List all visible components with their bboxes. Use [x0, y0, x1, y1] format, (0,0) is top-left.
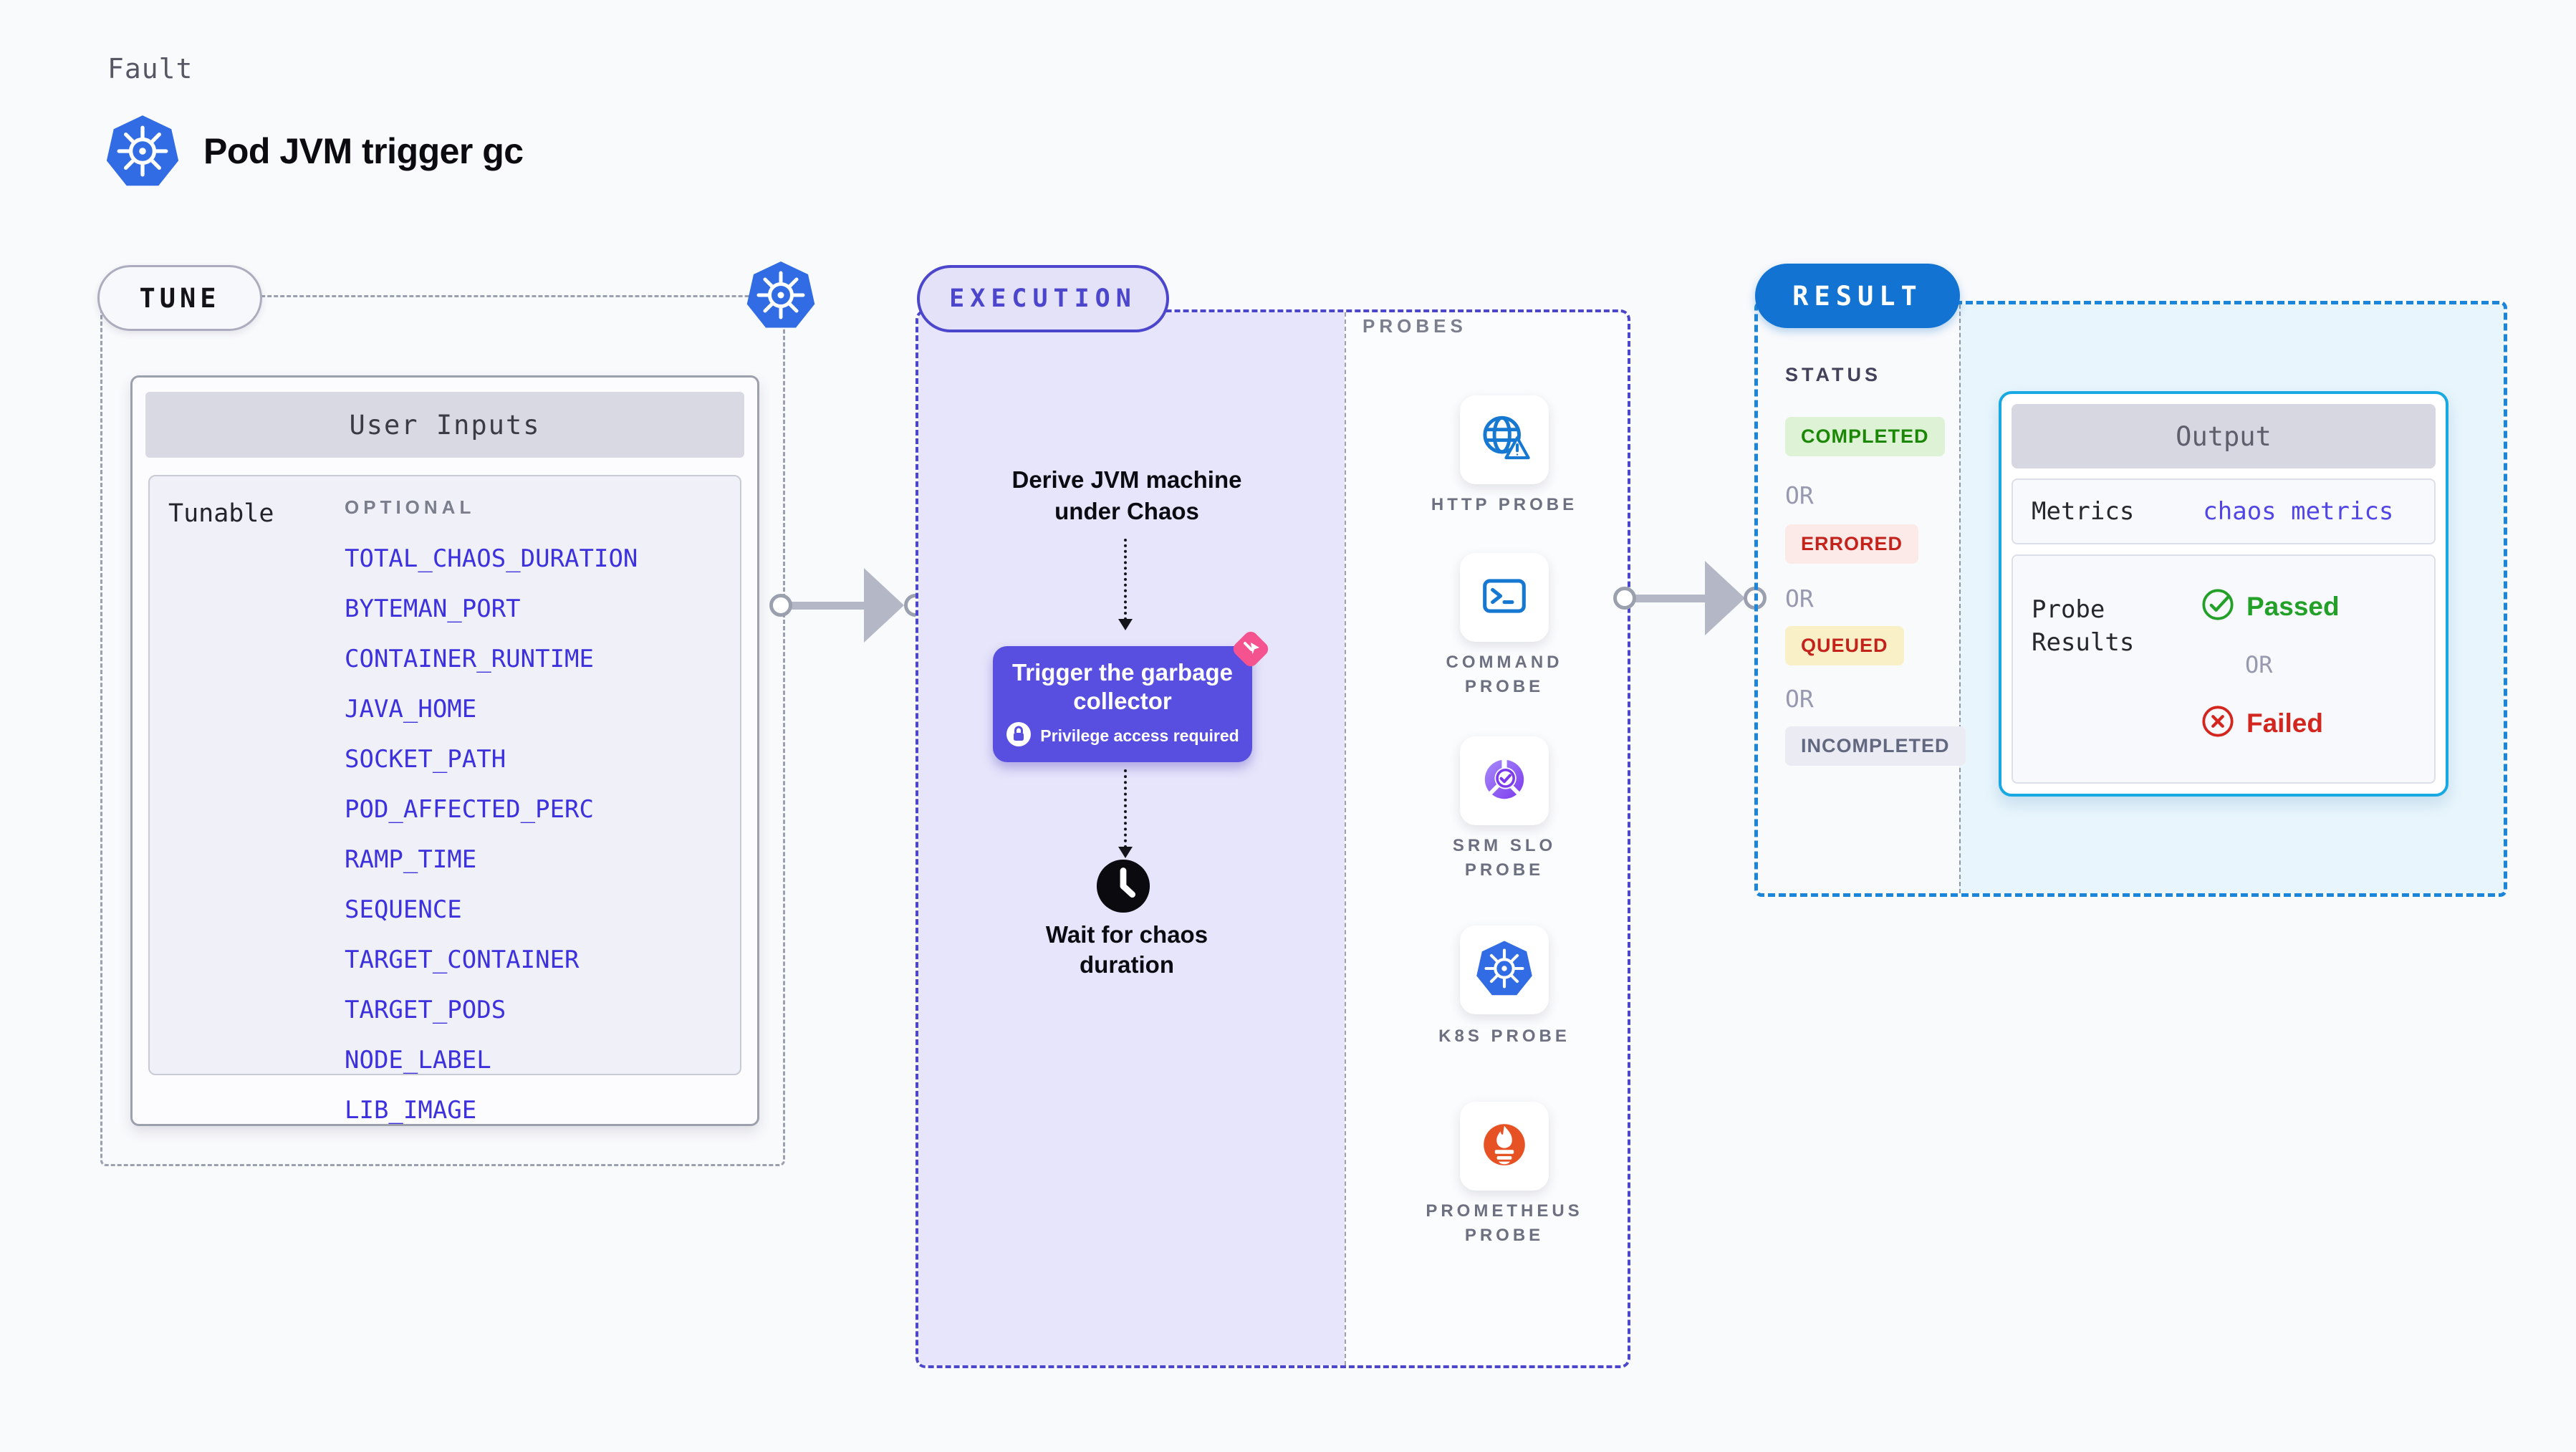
- user-inputs-card: User Inputs Tunable OPTIONAL TOTAL_CHAOS…: [130, 375, 759, 1126]
- check-circle-icon: [2201, 587, 2235, 625]
- srm-slo-probe-label: SRM SLO PROBE: [1452, 836, 1557, 880]
- or-separator: OR: [1785, 585, 1814, 612]
- connector-dot: [769, 594, 792, 617]
- tunables-panel: Tunable OPTIONAL TOTAL_CHAOS_DURATION BY…: [148, 475, 741, 1125]
- trigger-step-title: Trigger the garbage collector: [1011, 658, 1234, 714]
- lock-icon: [1006, 721, 1032, 751]
- prometheus-probe-card[interactable]: [1460, 1102, 1549, 1191]
- kubernetes-icon: [105, 113, 181, 189]
- flow-arrow: [1633, 595, 1709, 602]
- k8s-probe-card[interactable]: [1460, 925, 1549, 1014]
- probes-title: PROBES: [1363, 315, 1467, 337]
- step-connector: [1124, 769, 1127, 848]
- http-probe-card[interactable]: [1460, 395, 1549, 484]
- page-title: Pod JVM trigger gc: [203, 131, 524, 171]
- step-connector: [1124, 539, 1127, 620]
- output-card-header: Output: [2012, 404, 2436, 468]
- fault-eyebrow: Fault: [107, 53, 193, 85]
- tunable-row-label: Tunable: [168, 499, 274, 528]
- execution-probes-divider: [1345, 312, 1346, 1365]
- tune-section-box: [100, 295, 785, 1166]
- tunable-link[interactable]: LIB_IMAGE: [345, 1096, 477, 1125]
- status-badge-completed: COMPLETED: [1785, 417, 1945, 456]
- status-badge-queued: QUEUED: [1785, 626, 1904, 665]
- user-inputs-header: User Inputs: [145, 392, 744, 458]
- tunable-link[interactable]: POD_AFFECTED_PERC: [345, 795, 594, 824]
- execution-section-pill: EXECUTION: [917, 265, 1169, 332]
- tunable-link[interactable]: TOTAL_CHAOS_DURATION: [345, 544, 638, 573]
- tunable-link[interactable]: BYTEMAN_PORT: [345, 595, 521, 623]
- tunable-link[interactable]: TARGET_CONTAINER: [345, 946, 580, 974]
- flow-arrowhead: [864, 568, 904, 643]
- tunable-link[interactable]: RAMP_TIME: [345, 845, 477, 874]
- flow-arrowhead: [1705, 561, 1745, 635]
- tunable-link[interactable]: CONTAINER_RUNTIME: [345, 645, 594, 673]
- tunable-link[interactable]: SEQUENCE: [345, 895, 462, 924]
- output-card: Output Metrics chaos metrics Probe Resul…: [1999, 391, 2448, 797]
- step-connector-arrowhead: [1118, 847, 1133, 858]
- execution-section-box: [915, 309, 1630, 1368]
- tune-section-pill: TUNE: [97, 265, 262, 331]
- metrics-row: Metrics chaos metrics: [2012, 479, 2436, 544]
- http-probe-label: HTTP PROBE: [1431, 495, 1578, 514]
- optional-column-header: OPTIONAL: [345, 496, 476, 518]
- status-badge-incompleted: INCOMPLETED: [1785, 726, 1966, 766]
- trigger-gc-step-card[interactable]: Trigger the garbage collector Privilege …: [993, 646, 1252, 762]
- status-badge-errored: ERRORED: [1785, 524, 1919, 564]
- step-connector-arrowhead: [1118, 619, 1133, 630]
- derive-step-label: Derive JVM machine under Chaos: [1011, 466, 1242, 524]
- wait-step-label: Wait for chaos duration: [1045, 921, 1208, 978]
- metrics-label: Metrics: [2032, 497, 2135, 526]
- prometheus-icon: [1476, 1116, 1533, 1177]
- k8s-probe-label: K8S PROBE: [1438, 1027, 1570, 1046]
- tunable-link[interactable]: JAVA_HOME: [345, 695, 477, 723]
- srm-slo-probe-card[interactable]: [1460, 736, 1549, 825]
- kubernetes-icon: [1475, 939, 1534, 1001]
- globe-alert-icon: [1475, 409, 1534, 471]
- connector-dot: [1613, 587, 1636, 610]
- privilege-note: Privilege access required: [1040, 726, 1239, 745]
- clock-icon: [1095, 858, 1151, 914]
- click-icon: [1228, 626, 1274, 672]
- slo-gauge-icon: [1476, 751, 1533, 812]
- probe-results-label: Probe Results: [2032, 595, 2135, 657]
- tunable-link[interactable]: TARGET_PODS: [345, 996, 506, 1024]
- x-circle-icon: [2201, 704, 2235, 742]
- result-section-pill: RESULT: [1755, 264, 1960, 328]
- execution-flow-area: [918, 312, 1345, 1365]
- status-column-header: STATUS: [1785, 364, 1881, 385]
- result-status-divider: [1959, 304, 1961, 893]
- command-probe-card[interactable]: [1460, 553, 1549, 642]
- prometheus-probe-label: PROMETHEUS PROBE: [1426, 1201, 1583, 1245]
- command-probe-label: COMMAND PROBE: [1446, 653, 1563, 696]
- tunable-link[interactable]: NODE_LABEL: [345, 1046, 491, 1074]
- flow-arrow: [789, 602, 874, 610]
- probe-results-row: Probe Results Passed OR: [2012, 554, 2436, 784]
- passed-label: Passed: [2246, 591, 2340, 621]
- metrics-value-link[interactable]: chaos metrics: [2203, 497, 2394, 526]
- or-separator: OR: [1785, 481, 1814, 509]
- terminal-icon: [1476, 568, 1532, 628]
- failed-label: Failed: [2246, 708, 2323, 738]
- or-separator: OR: [1785, 685, 1814, 713]
- kubernetes-icon: [745, 259, 817, 331]
- or-separator: OR: [2245, 651, 2273, 678]
- tunable-link[interactable]: SOCKET_PATH: [345, 745, 506, 774]
